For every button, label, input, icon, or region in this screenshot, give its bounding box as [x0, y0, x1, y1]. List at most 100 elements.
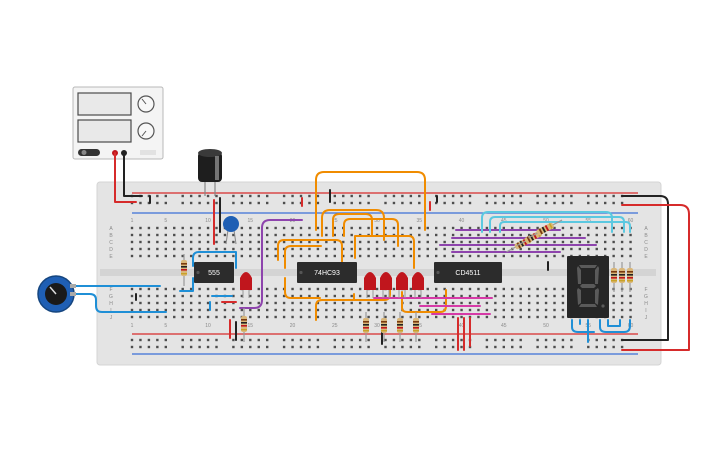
column-number: 5	[164, 218, 167, 224]
row-letter: C	[644, 240, 648, 246]
segment-resistor[interactable]	[627, 262, 633, 292]
row-letter: B	[109, 233, 113, 239]
wire-blue-1[interactable]	[192, 251, 237, 269]
wire-psu-negative[interactable]	[123, 152, 143, 197]
decoder-chip-label: CD4511	[455, 270, 480, 277]
led-resistor[interactable]	[413, 312, 419, 342]
row-letter: H	[109, 301, 113, 307]
column-number: 45	[501, 218, 507, 224]
column-number: 25	[332, 323, 338, 329]
column-number: 1	[131, 218, 134, 224]
column-number: 50	[543, 323, 549, 329]
counter-led[interactable]	[364, 272, 376, 298]
row-letter: E	[644, 254, 648, 260]
counter-led[interactable]	[412, 272, 424, 298]
row-letter: J	[110, 315, 113, 321]
power-supply[interactable]	[72, 86, 164, 160]
row-letter: A	[644, 226, 648, 232]
counter-led[interactable]	[396, 272, 408, 298]
wires	[73, 152, 690, 351]
wire-blue-display-2[interactable]	[599, 319, 631, 333]
wire-psu-positive[interactable]	[114, 152, 137, 203]
column-number: 15	[248, 323, 254, 329]
row-letter: C	[109, 240, 113, 246]
wire-lightblue-1[interactable]	[481, 211, 613, 233]
wire-orange-5[interactable]	[284, 245, 322, 269]
wire-blue-2[interactable]	[179, 277, 194, 292]
row-letter: D	[644, 247, 648, 253]
wire-orange-2[interactable]	[332, 213, 373, 237]
segment-resistor-group	[611, 262, 633, 292]
segment-resistor[interactable]	[619, 262, 625, 292]
led-resistor[interactable]	[381, 312, 387, 342]
resistor-led-555[interactable]	[241, 308, 247, 342]
counter-led[interactable]	[380, 272, 392, 298]
column-number: 15	[248, 218, 254, 224]
column-number: 20	[290, 323, 296, 329]
row-letter: J	[645, 315, 648, 321]
electrolytic-capacitor[interactable]	[198, 149, 222, 196]
column-number: 30	[374, 218, 380, 224]
wire-orange-7[interactable]	[284, 277, 321, 299]
row-letter: A	[109, 226, 113, 232]
wire-orange-4[interactable]	[277, 239, 343, 263]
potentiometer[interactable]	[37, 275, 76, 313]
wire-rail-power-bridge[interactable]	[621, 204, 690, 351]
diagonal-resistor[interactable]	[527, 217, 563, 240]
led-555-output[interactable]	[240, 272, 252, 298]
counter-led-group	[364, 272, 424, 298]
row-letter: B	[644, 233, 648, 239]
column-number: 60	[628, 218, 634, 224]
display-segments	[577, 265, 599, 307]
led-resistor-group	[363, 312, 419, 342]
segment-resistor[interactable]	[611, 262, 617, 292]
wire-lightblue-3[interactable]	[499, 221, 631, 233]
column-number: 1	[131, 323, 134, 329]
wire-orange-3[interactable]	[343, 218, 399, 247]
wire-blue-display-1[interactable]	[571, 319, 595, 333]
column-number: 45	[501, 323, 507, 329]
counter-chip-label: 74HC93	[314, 270, 340, 277]
row-letter: F	[109, 287, 112, 293]
row-letter: G	[109, 294, 113, 300]
center-channel	[100, 269, 656, 276]
led-resistor[interactable]	[363, 312, 369, 342]
ceramic-capacitor[interactable]	[223, 216, 239, 245]
column-number: 10	[205, 218, 211, 224]
voltage-display	[77, 92, 132, 116]
column-number: 10	[205, 323, 211, 329]
wire-orange-1[interactable]	[321, 209, 385, 241]
led-resistor[interactable]	[397, 312, 403, 342]
row-letter: I	[645, 308, 646, 314]
column-number: 25	[332, 218, 338, 224]
timer-chip-label: 555	[208, 270, 220, 277]
current-display	[77, 119, 132, 143]
wire-lightblue-2[interactable]	[489, 216, 625, 233]
wire-orange-6[interactable]	[354, 235, 415, 269]
counter-74hc93-chip[interactable]: 74HC93	[297, 262, 357, 283]
wire-rail-ground-bridge[interactable]	[621, 195, 669, 341]
timer-555-chip[interactable]: 555	[194, 262, 234, 283]
row-letter: G	[644, 294, 648, 300]
column-number: 30	[374, 323, 380, 329]
wire-pot-2[interactable]	[73, 293, 167, 313]
diagonal-resistor-group	[506, 217, 563, 253]
wire-orange-long[interactable]	[315, 171, 426, 231]
decoder-cd4511-chip[interactable]: CD4511	[434, 262, 502, 283]
column-number: 40	[459, 323, 465, 329]
row-letter: D	[109, 247, 113, 253]
column-number: 35	[417, 323, 423, 329]
row-letter: F	[644, 287, 647, 293]
row-letter: E	[109, 254, 113, 260]
column-number: 5	[164, 323, 167, 329]
resistor-555-timing[interactable]	[181, 254, 187, 286]
column-number: 35	[417, 218, 423, 224]
seven-segment-display[interactable]: 8	[567, 256, 609, 318]
wire-orange-9[interactable]	[401, 289, 447, 313]
column-number: 40	[459, 218, 465, 224]
power-switch[interactable]	[78, 149, 100, 156]
wire-purple-1[interactable]	[261, 219, 303, 301]
row-letter: H	[644, 301, 648, 307]
